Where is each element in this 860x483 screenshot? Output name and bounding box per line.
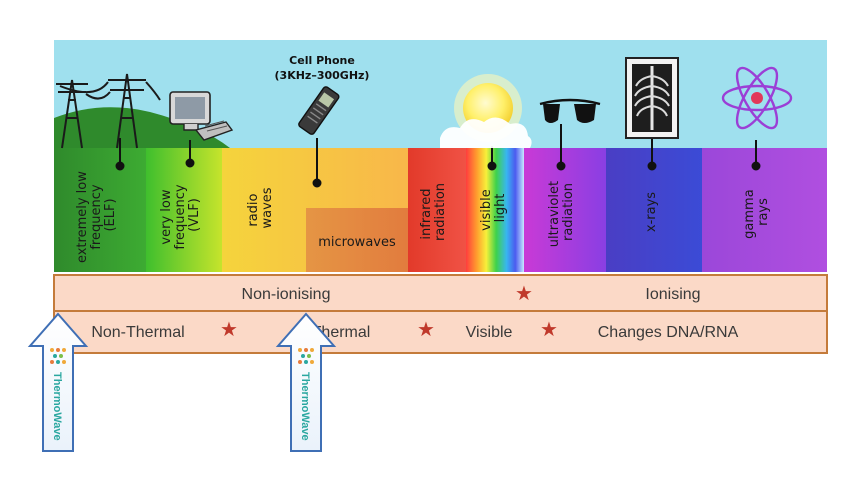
band-label-visible-line2: light — [493, 194, 508, 223]
pointer-dot-elf — [115, 161, 125, 171]
pointer-dot-gamma — [751, 161, 761, 171]
band-label-radio-line2: waves — [260, 187, 275, 228]
computer-icon — [169, 91, 234, 141]
band-label-vlf-line1: very low — [159, 189, 174, 244]
thermowave-logo-text: ThermoWave — [299, 372, 311, 441]
thermowave-dots-icon — [298, 348, 314, 364]
band-ultraviolet — [524, 148, 606, 272]
star-icon: ★ — [417, 317, 435, 341]
label-ionising: Ionising — [645, 286, 700, 303]
star-markers: ★ ★ ★ ★ — [220, 281, 558, 341]
band-label-ultraviolet: ultraviolet radiation — [547, 177, 576, 247]
thermowave-arrow-right: ThermoWave — [275, 312, 337, 452]
cell-phone-icon: Cell Phone (3KHz–300GHz) — [275, 54, 370, 135]
band-label-ultraviolet-line2: radiation — [561, 183, 576, 241]
band-label-radio: radio waves — [246, 187, 275, 228]
pointer-dot-xray — [647, 161, 657, 171]
label-non-ionising: Non-ionising — [242, 286, 331, 303]
band-label-infrared: infrared radiation — [419, 183, 448, 241]
band-elf — [54, 148, 146, 272]
xray-image-icon — [625, 57, 679, 139]
sunglasses-icon — [539, 98, 601, 123]
grass-hill — [54, 107, 230, 148]
thermowave-arrow-left: ThermoWave — [27, 312, 89, 452]
band-label-elf-line3: (ELF) — [103, 198, 118, 231]
band-label-elf: extremely low frequency (ELF) — [75, 167, 118, 263]
pointer-dot-vlf — [185, 158, 195, 168]
cell-phone-range: (3KHz–300GHz) — [275, 69, 370, 82]
power-tower-icon — [56, 73, 161, 149]
band-label-infrared-line2: radiation — [433, 183, 448, 241]
cell-phone-title: Cell Phone — [289, 54, 355, 67]
label-visible: Visible — [466, 324, 513, 341]
band-label-elf-line1: extremely low — [75, 171, 90, 263]
band-label-gamma-line2: rays — [756, 198, 771, 226]
label-non-thermal: Non-Thermal — [91, 324, 184, 341]
band-label-vlf-line3: (VLF) — [187, 198, 202, 232]
atom-icon — [721, 66, 793, 130]
band-label-gamma-line1: gamma — [742, 189, 757, 239]
pointer-dot-uv — [556, 161, 566, 171]
band-label-ultraviolet-line1: ultraviolet — [547, 181, 562, 247]
band-label-elf-line2: frequency — [89, 184, 104, 250]
star-icon: ★ — [220, 317, 238, 341]
band-label-xrays: x-rays — [644, 192, 659, 232]
star-icon: ★ — [515, 281, 533, 305]
band-label-gamma: gamma rays — [742, 185, 771, 239]
band-label-infrared-line1: infrared — [419, 189, 434, 240]
band-infrared — [408, 148, 466, 272]
band-label-microwaves: microwaves — [318, 235, 396, 250]
pointer-dot-visible — [487, 161, 497, 171]
label-changes-dna-rna: Changes DNA/RNA — [598, 324, 739, 341]
band-gamma — [702, 148, 827, 272]
band-label-vlf-line2: frequency — [173, 184, 188, 250]
band-label-visible-line1: visible — [479, 189, 494, 231]
ionising-row — [53, 274, 828, 312]
band-vlf — [146, 148, 222, 272]
up-arrow-icon — [27, 312, 89, 452]
band-labels: extremely low frequency (ELF) very low f… — [75, 167, 771, 263]
sun-icon — [440, 74, 532, 148]
thermowave-logo-text: ThermoWave — [51, 372, 63, 441]
pointer-dot-radio — [312, 178, 322, 188]
band-label-radio-line1: radio — [246, 193, 261, 226]
band-label-vlf: very low frequency (VLF) — [159, 180, 202, 249]
up-arrow-icon — [275, 312, 337, 452]
spectrum-bands — [54, 148, 827, 272]
band-label-visible: visible light — [479, 185, 508, 231]
band-microwaves — [306, 208, 408, 272]
thermowave-dots-icon — [50, 348, 66, 364]
star-icon: ★ — [540, 317, 558, 341]
pointer-lines — [115, 124, 761, 188]
